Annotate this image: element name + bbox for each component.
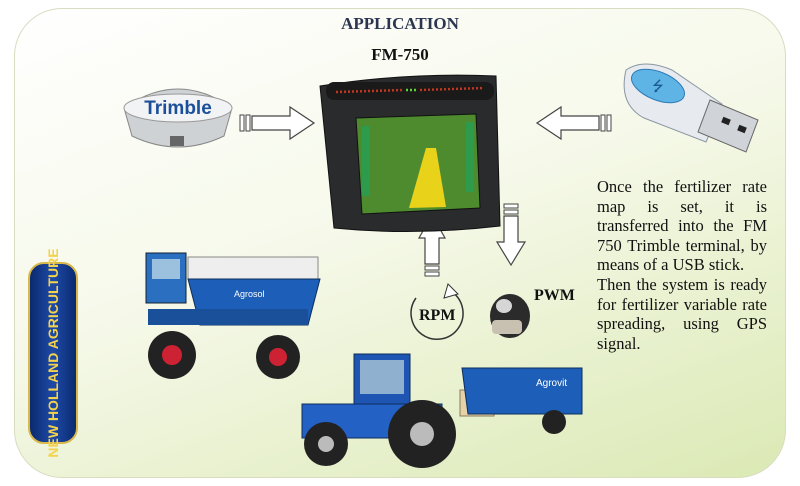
new-holland-logo: NEW HOLLAND AGRICULTURE [28,248,78,458]
arrow-left-icon [535,105,612,141]
trailer-brand: Agrovit [536,378,567,389]
arrow-down-icon [495,203,527,267]
usb-stick: ⭍ [623,63,759,153]
device-label: FM-750 [371,45,429,64]
usb-icon: ⭍ [652,79,664,95]
description-paragraph: Then the system is ready for fertilizer … [597,274,767,353]
spreader-brand: Agrosol [234,289,265,299]
pwm-sensor [490,294,530,338]
pwm-label: PWM [534,287,575,304]
description-paragraph: Once the fertilizer rate map is set, it … [597,177,767,275]
led-bar [335,86,485,94]
tractor-with-trailer: Agrovit [301,353,583,468]
new-holland-logo-text: NEW HOLLAND AGRICULTURE [45,248,61,458]
diagram-title: APPLICATION [341,14,459,33]
description-text: Once the fertilizer rate map is set, it … [597,177,767,353]
arrow-right-icon [239,105,316,141]
gps-receiver: Trimble [123,88,233,148]
fertilizer-spreader-truck: Agrosol [145,252,321,379]
rpm-rotation-icon [410,283,464,340]
rpm-label: RPM [419,307,456,324]
fm750-terminal [319,74,501,233]
trimble-logo: Trimble [144,98,212,119]
terminal-screen [355,113,481,215]
